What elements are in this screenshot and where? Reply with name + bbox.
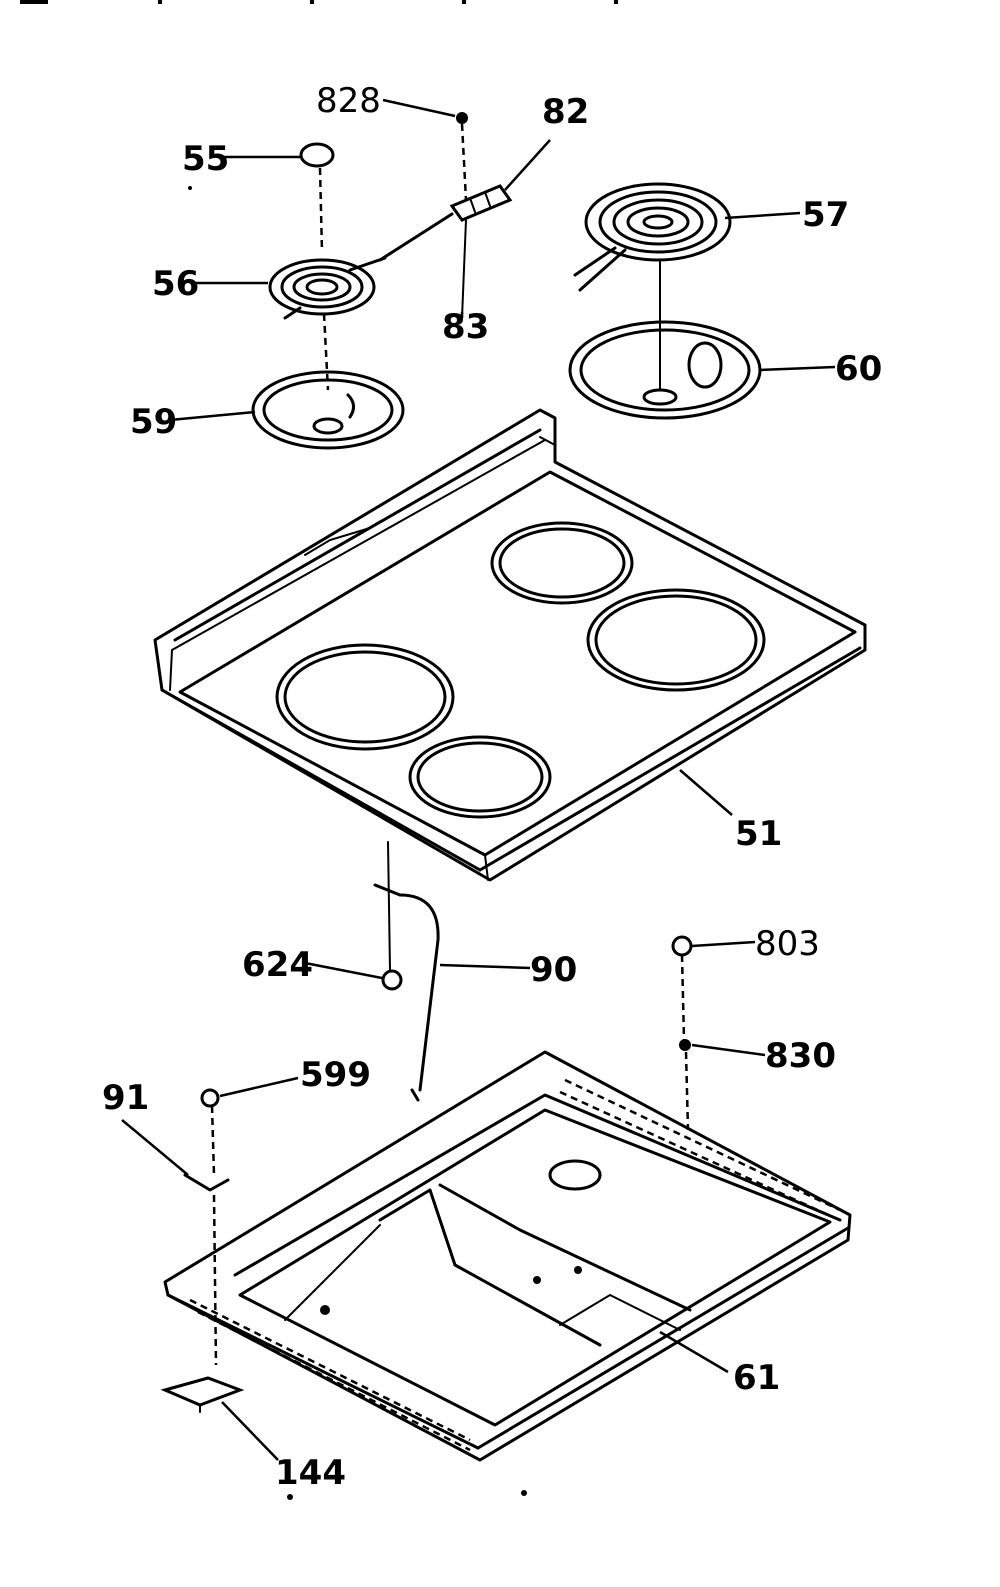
part-label-82: 82	[542, 92, 589, 132]
clip-830	[679, 1039, 691, 1131]
bracket-91	[183, 1173, 230, 1366]
part-label-624: 624	[242, 945, 313, 985]
part-label-90: 90	[530, 950, 577, 990]
bottom-pan-61	[163, 1050, 852, 1462]
surface-element-57	[573, 182, 732, 391]
screw-624	[373, 841, 403, 991]
part-label-803: 803	[755, 924, 820, 964]
scan-edge-ticks	[158, 0, 618, 4]
part-label-56: 56	[152, 264, 199, 304]
part-label-55: 55	[182, 139, 229, 179]
part-label-599: 599	[300, 1055, 371, 1095]
surface-element-56	[268, 256, 387, 391]
screw-828	[456, 112, 468, 201]
screw-599	[200, 1088, 220, 1176]
part-label-91: 91	[102, 1078, 149, 1118]
part-label-830: 830	[765, 1036, 836, 1076]
part-label-828: 828	[316, 81, 381, 121]
drip-pan-59	[251, 370, 405, 450]
main-top-51	[153, 408, 867, 882]
bracket-144	[160, 1376, 245, 1413]
part-label-60: 60	[835, 349, 882, 389]
screw-803	[671, 935, 693, 1041]
part-label-61: 61	[733, 1358, 780, 1398]
terminal-block-82	[378, 184, 513, 319]
knob-55	[299, 142, 335, 253]
scan-dot	[287, 1494, 293, 1500]
part-label-83: 83	[442, 307, 489, 347]
part-label-57: 57	[802, 195, 849, 235]
drip-pan-60	[568, 320, 762, 420]
scan-dot	[521, 1490, 527, 1496]
scan-edge-mark	[20, 0, 48, 4]
leader-lines	[121, 98, 836, 1461]
part-label-144: 144	[275, 1453, 346, 1493]
scan-dot	[188, 186, 192, 190]
wire-harness-90	[398, 893, 440, 1102]
part-label-59: 59	[130, 402, 177, 442]
part-label-51: 51	[735, 814, 782, 854]
